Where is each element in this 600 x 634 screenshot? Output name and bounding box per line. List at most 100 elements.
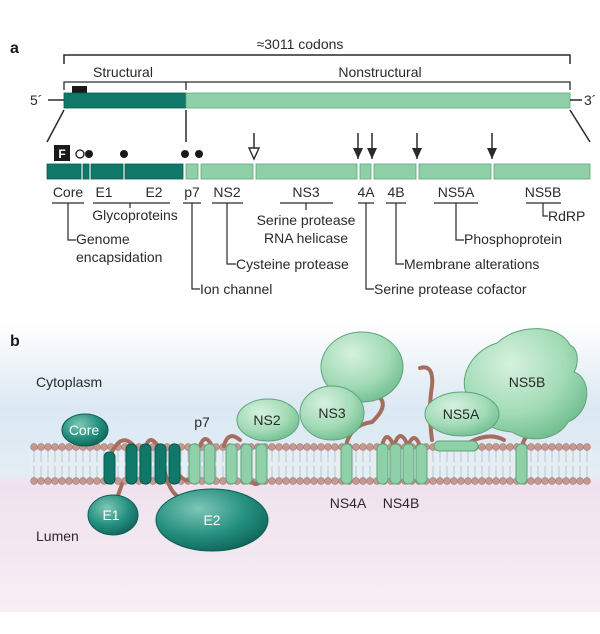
e2-segment: [124, 163, 184, 180]
ns4b-protein-label: NS4B: [383, 495, 420, 511]
ns5a-amphipathic-helix: [433, 440, 479, 452]
ns4a-segment: [359, 163, 372, 180]
lipid-head: [527, 477, 535, 485]
e2-tm-helix-2: [168, 443, 181, 485]
p7-tm-helix-1: [188, 443, 201, 485]
membrane-alterations-label: Membrane alterations: [404, 256, 539, 272]
lipid-head: [534, 477, 542, 485]
p7-protein-label: p7: [194, 414, 210, 430]
lipid-head: [534, 443, 542, 451]
ns4b-tm-helix-1: [376, 443, 389, 485]
transmembrane-helices: [103, 440, 528, 485]
serine-protease-label: Serine protease: [257, 212, 356, 228]
core-signal-segment: [82, 163, 90, 180]
lipid-head: [569, 443, 577, 451]
ns3-cleavage-arrow-4-icon: [487, 148, 497, 159]
ns5a-protein-shape: [424, 391, 500, 437]
lipid-head: [58, 477, 66, 485]
ns2-tm-helix-1: [225, 443, 238, 485]
e1-name: E1: [95, 184, 112, 200]
lipid-head: [72, 477, 80, 485]
lipid-head: [324, 477, 332, 485]
lipid-head: [478, 443, 486, 451]
lipid-head: [471, 477, 479, 485]
ns4b-tm-helix-3: [402, 443, 415, 485]
structural-bracket: [63, 81, 187, 90]
lipid-head: [436, 477, 444, 485]
ns4a-name: 4A: [357, 184, 375, 200]
ns3-segment: [255, 163, 358, 180]
codon-bracket: [63, 54, 571, 64]
rdrp-label: RdRP: [548, 208, 585, 224]
lipid-head: [303, 443, 311, 451]
lipid-head: [44, 443, 52, 451]
lipid-head: [296, 443, 304, 451]
lipid-head: [576, 477, 584, 485]
lipid-head: [562, 443, 570, 451]
e2-protein-label: E2: [203, 512, 220, 528]
lipid-head: [429, 477, 437, 485]
lipid-head: [317, 477, 325, 485]
lipid-head: [282, 477, 290, 485]
lipid-head: [331, 477, 339, 485]
e2-name: E2: [145, 184, 162, 200]
ns2-ns3-autoprotease-arrow-icon: [247, 147, 261, 161]
ns5a-segment: [418, 163, 492, 180]
signal-peptidase-marker-3: [181, 150, 189, 158]
function-leader-lines: [52, 202, 561, 290]
lipid-head: [93, 477, 101, 485]
ns4a-protein-label: NS4A: [330, 495, 367, 511]
lipid-head: [576, 443, 584, 451]
ns5a-protein-label: NS5A: [443, 406, 480, 422]
lipid-head: [541, 477, 549, 485]
core-segment: [46, 163, 82, 180]
p7-name: p7: [184, 184, 200, 200]
nonstructural-region: [185, 92, 571, 109]
structural-label: Structural: [93, 64, 153, 80]
lipid-head: [296, 477, 304, 485]
core-tm-helix: [103, 451, 116, 485]
lipid-head: [492, 443, 500, 451]
e1-tm-helix-2: [139, 443, 152, 485]
lipid-head: [548, 477, 556, 485]
lipid-head: [100, 443, 108, 451]
glycoproteins-label: Glycoproteins: [92, 207, 178, 223]
lipid-head: [359, 443, 367, 451]
core-protein-label: Core: [69, 422, 100, 438]
ns3-cleavage-arrow-1-icon: [353, 148, 363, 159]
cytoplasm-label: Cytoplasm: [36, 374, 102, 390]
lipid-head: [79, 477, 87, 485]
lipid-head: [457, 477, 465, 485]
ns5b-tm-helix: [515, 443, 528, 485]
nonstructural-bracket: [186, 81, 571, 90]
p7-tm-helix-2: [203, 443, 216, 485]
lipid-head: [485, 443, 493, 451]
lipid-head: [499, 477, 507, 485]
e2-protein-shape: [155, 488, 269, 552]
f-protein-box: [54, 145, 70, 161]
ns5b-segment: [493, 163, 591, 180]
lipid-head: [289, 443, 297, 451]
lipid-head: [30, 443, 38, 451]
lipid-head: [324, 443, 332, 451]
lipid-head: [268, 443, 276, 451]
ns2-protein-label: NS2: [253, 412, 280, 428]
ns4b-name: 4B: [387, 184, 404, 200]
ns3-protein-label: NS3: [318, 405, 345, 421]
lipid-head: [583, 443, 591, 451]
lipid-head: [478, 477, 486, 485]
lipid-head: [289, 477, 297, 485]
lipid-head: [37, 477, 45, 485]
p7-segment: [185, 163, 199, 180]
ns4b-segment: [373, 163, 417, 180]
ns2-tm-helix-3: [255, 443, 268, 485]
lipid-head: [268, 477, 276, 485]
lipid-head: [506, 477, 514, 485]
ns2-tm-helix-2: [240, 443, 253, 485]
lumen-label: Lumen: [36, 528, 79, 544]
lipid-head: [275, 443, 283, 451]
ns2-name: NS2: [213, 184, 240, 200]
membrane-core: [30, 450, 592, 478]
e1-segment: [90, 163, 124, 180]
